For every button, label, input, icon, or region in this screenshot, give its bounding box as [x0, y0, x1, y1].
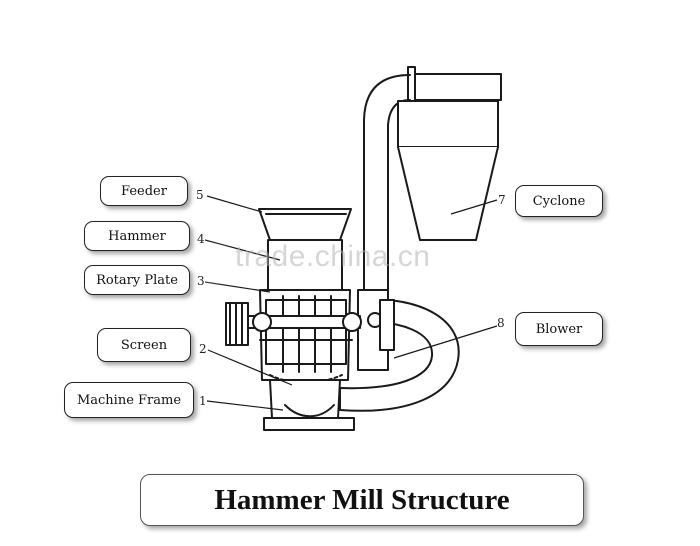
part-number-8: 8 [497, 316, 505, 330]
label-blower: Blower [515, 312, 603, 346]
part-number-5: 5 [196, 188, 204, 202]
drive-shaft-pulley [225, 302, 362, 346]
leader-line-4 [204, 239, 281, 261]
cyclone-body [397, 100, 499, 241]
leader-line-7 [450, 199, 498, 215]
machine-frame [263, 379, 355, 431]
label-cyclone: Cyclone [515, 185, 603, 217]
feeder-hopper [258, 208, 352, 241]
leader-line-2 [207, 349, 293, 386]
label-screen: Screen [97, 328, 191, 362]
cyclone-inlet-pipe [407, 66, 502, 106]
leader-line-8 [393, 325, 498, 359]
leader-line-5 [206, 195, 263, 213]
label-hammer: Hammer [84, 221, 190, 251]
leader-line-3 [204, 281, 271, 293]
label-machine-frame: Machine Frame [64, 382, 194, 418]
watermark: trade.china.cn [235, 240, 431, 273]
part-number-3: 3 [197, 274, 205, 288]
part-number-1: 1 [199, 394, 207, 408]
part-number-7: 7 [498, 193, 506, 207]
label-rotary-plate: Rotary Plate [84, 265, 190, 295]
label-feeder: Feeder [100, 176, 188, 206]
part-number-2: 2 [199, 342, 207, 356]
crusher-housing [259, 239, 353, 384]
diagram-title: Hammer Mill Structure [140, 474, 584, 526]
leader-line-1 [206, 400, 284, 411]
part-number-4: 4 [197, 232, 205, 246]
blower-housing [339, 289, 460, 412]
